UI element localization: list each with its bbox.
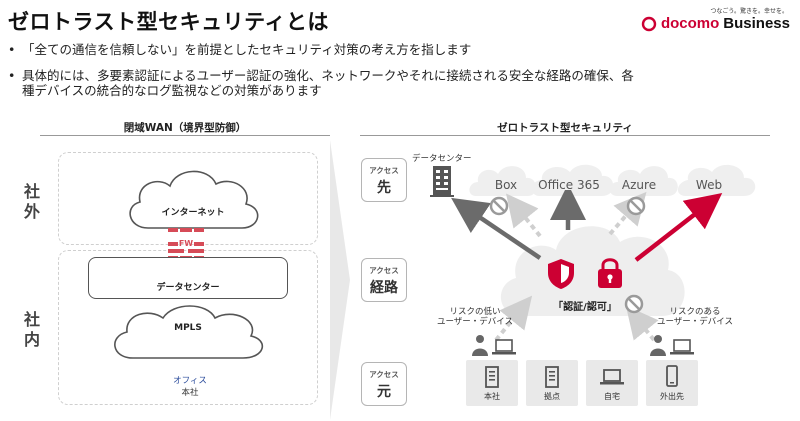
page-title: ゼロトラスト型セキュリティとは	[8, 10, 329, 34]
access-src-box: アクセス 元	[361, 362, 407, 406]
internet-label: インターネット	[161, 208, 225, 218]
datacenter-box	[88, 257, 288, 299]
left-heading-rule	[40, 135, 330, 136]
low-risk-user-icon	[472, 335, 516, 356]
right-heading-rule	[360, 135, 770, 136]
shield-icon	[548, 259, 574, 289]
building-icon	[545, 366, 559, 388]
laptop-icon	[600, 369, 624, 385]
cloud-azure-label: Azure	[621, 178, 657, 192]
docomo-logo-icon	[641, 16, 657, 31]
cloud-web-label: Web	[695, 178, 723, 192]
low-risk-label: リスクの低い ユーザー・デバイス	[436, 307, 514, 327]
access-dest-box: アクセス 先	[361, 158, 407, 202]
smartphone-icon	[666, 365, 678, 387]
outside-zone	[58, 152, 318, 245]
building-icon	[485, 366, 499, 388]
lock-icon	[598, 258, 622, 288]
cloud-box-label: Box	[494, 178, 518, 192]
left-heading: 閉域WAN（境界型防御）	[123, 122, 247, 134]
cloud-office365-label: Office 365	[538, 178, 600, 192]
datacenter-building-icon	[430, 166, 454, 197]
right-heading: ゼロトラスト型セキュリティ	[497, 122, 633, 134]
auth-label: 「認証/認可」	[553, 302, 617, 313]
fw-label: FW	[178, 239, 194, 248]
bullet-1: •「全ての通信を信頼しない」を前提としたセキュリティ対策の考え方を指します	[8, 42, 472, 57]
risk-user-icon	[650, 335, 694, 356]
bullet-1-text: 「全ての通信を信頼しない」を前提としたセキュリティ対策の考え方を指します	[22, 42, 472, 57]
blocked-box-icon	[489, 196, 509, 216]
right-datacenter-label: データセンター	[412, 154, 472, 164]
device-mobile: 外出先	[646, 360, 698, 406]
auth-cloud-icon	[500, 226, 685, 316]
hq-label-left: 本社	[181, 388, 199, 398]
access-route-box: アクセス 経路	[361, 258, 407, 302]
logo-tagline: つなごう。驚きを。幸せを。	[710, 8, 788, 15]
bullet-2-text: 具体的には、多要素認証によるユーザー認証の強化、ネットワークやそれに接続される安…	[22, 68, 634, 83]
mpls-label: MPLS	[174, 323, 202, 333]
inside-label: 社 内	[23, 310, 40, 349]
device-hq: 本社	[466, 360, 518, 406]
device-branch: 拠点	[526, 360, 578, 406]
outside-label: 社 外	[23, 182, 40, 221]
bullet-2: •具体的には、多要素認証によるユーザー認証の強化、ネットワークやそれに接続される…	[8, 68, 634, 83]
risk-label: リスクのある ユーザー・デバイス	[656, 307, 734, 327]
logo-brand: docomo	[660, 15, 720, 32]
docomo-business-logo: docomo Business	[641, 15, 790, 32]
mpls-cloud-icon	[114, 305, 263, 359]
separator-chevron-icon	[330, 140, 350, 420]
flow-arrows	[451, 190, 723, 342]
logo-suffix: Business	[723, 15, 790, 32]
blocked-azure-icon	[626, 196, 646, 216]
bullet-2-cont: 種デバイスの統合的なログ監視などの対策があります	[22, 83, 322, 98]
service-clouds	[469, 164, 756, 196]
office-label: オフィス	[173, 376, 207, 386]
internet-cloud-icon	[129, 170, 259, 229]
device-home: 自宅	[586, 360, 638, 406]
datacenter-label: データセンター	[156, 283, 220, 293]
blocked-risk-icon	[624, 294, 644, 314]
